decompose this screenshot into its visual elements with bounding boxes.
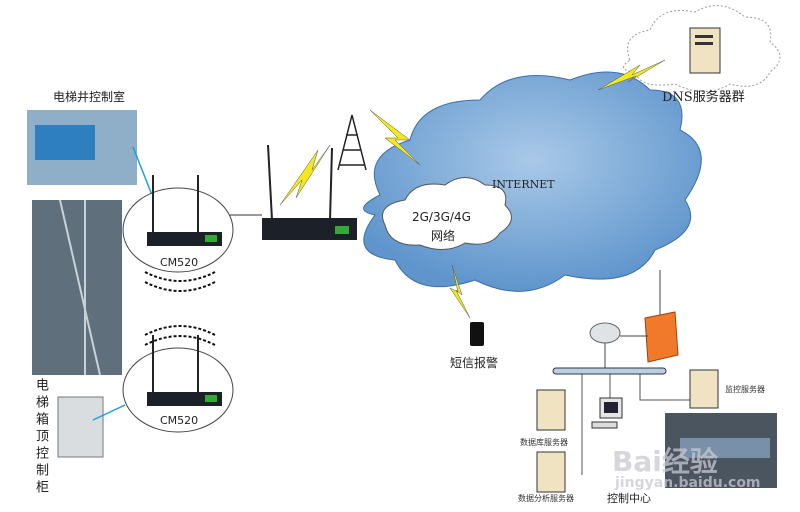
firewall-icon <box>644 311 679 363</box>
router-ellipse-2 <box>122 347 234 433</box>
cell-tower-icon <box>337 114 367 171</box>
router-model-label-1: CM520 <box>160 256 199 269</box>
car-top-cabinet-label: 电梯箱顶控制柜 <box>33 378 48 497</box>
mobile-phone-icon <box>470 322 484 346</box>
watermark-brand: Bai经验 <box>612 445 718 478</box>
wireless-signal-icon <box>144 271 216 346</box>
mobile-network-cloud <box>382 177 512 250</box>
lan-bus <box>552 367 667 375</box>
router-hub-icon <box>589 322 621 344</box>
dns-label: DNS服务器群 <box>662 90 745 105</box>
mobile-network-label: 2G/3G/4G <box>412 210 471 224</box>
sms-alarm-label: 短信报警 <box>450 356 499 370</box>
router-ellipse-1 <box>122 187 234 273</box>
shaft-photo <box>32 200 122 375</box>
gateway-router-icon <box>262 144 357 240</box>
router-icon-1 <box>147 175 222 246</box>
analysis-server-icon <box>536 451 566 493</box>
monitor-server-icon <box>689 369 719 409</box>
analysis-server-label: 数据分析服务器 <box>518 494 574 503</box>
watermark-url: jingyan.baidu.com <box>615 475 761 491</box>
workstation-icon <box>591 397 623 429</box>
router-model-label-2: CM520 <box>160 414 199 427</box>
mobile-network-sub-label: 网络 <box>431 229 456 243</box>
db-server-icon <box>536 389 566 431</box>
monitor-server-label: 监控服务器 <box>725 385 765 394</box>
control-center-label: 控制中心 <box>607 492 651 505</box>
internet-label: INTERNET <box>492 178 555 191</box>
control-cabinet-photo <box>57 396 104 458</box>
router-icon-2 <box>147 335 222 406</box>
machine-room-label: 电梯井控制室 <box>53 90 126 104</box>
lightning-icons <box>279 59 666 319</box>
db-server-label: 数据库服务器 <box>520 438 568 447</box>
dns-server-icon <box>689 27 721 74</box>
